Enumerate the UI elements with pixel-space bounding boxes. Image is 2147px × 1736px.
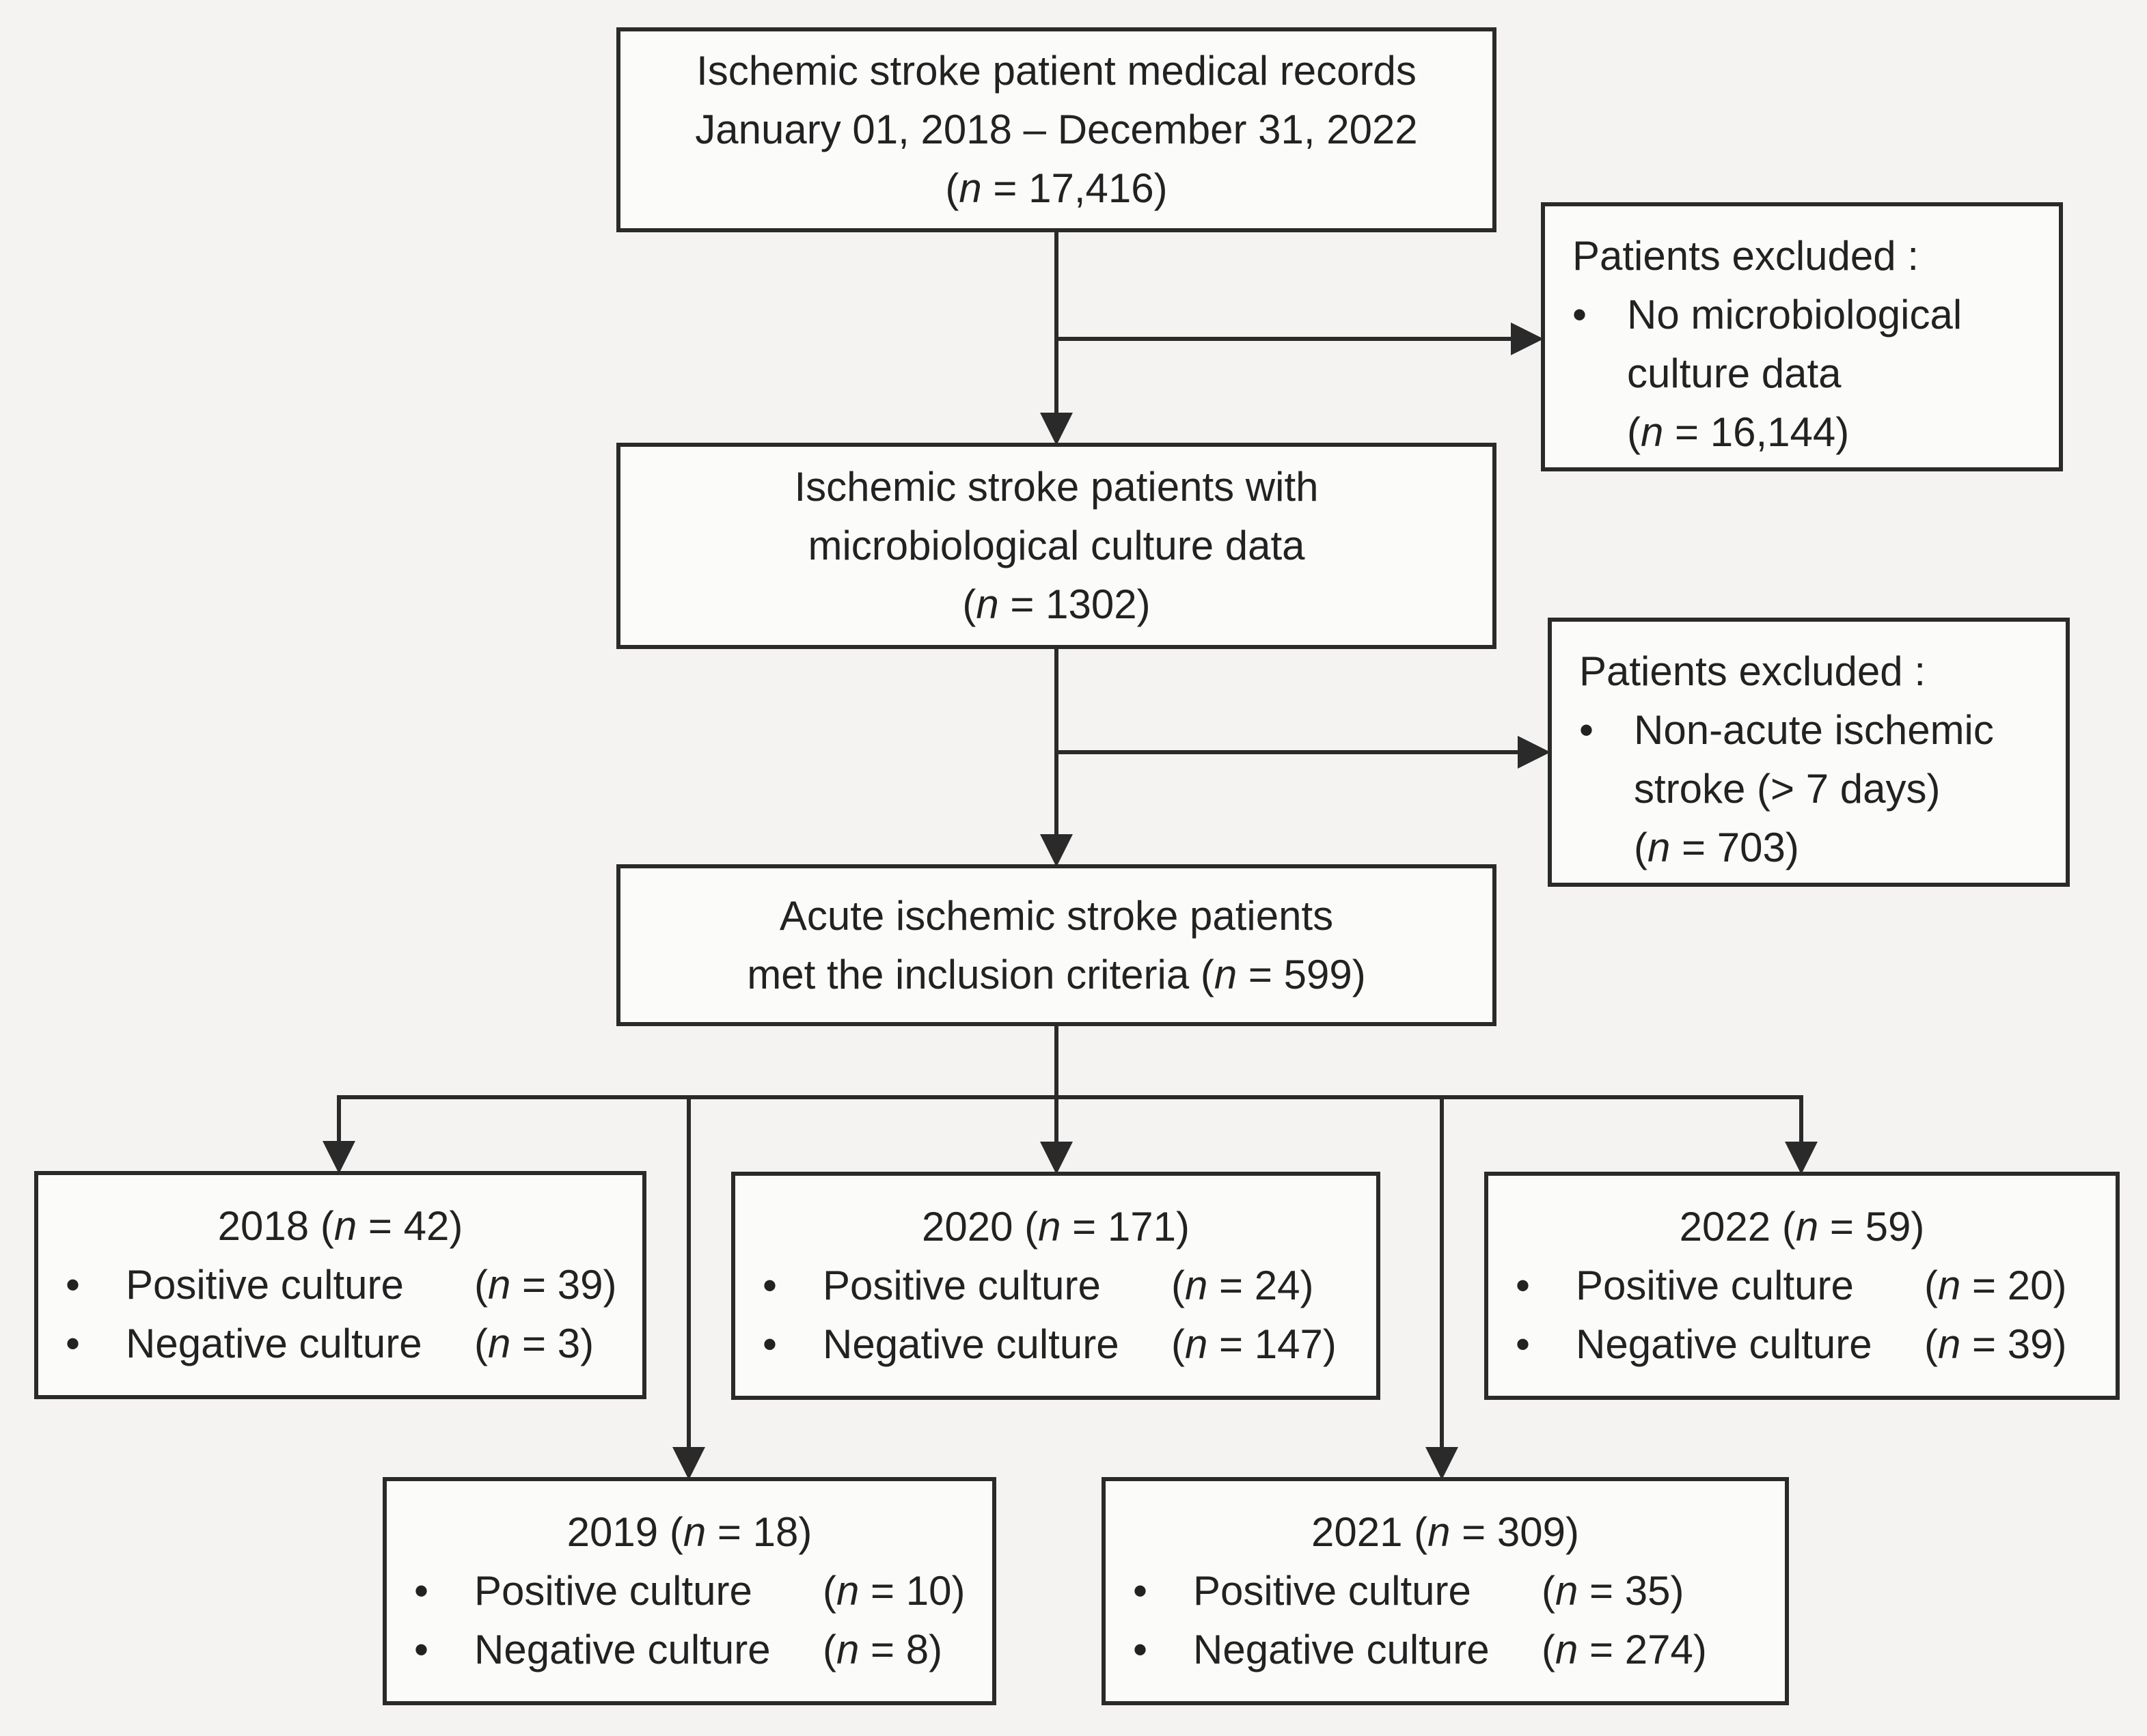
records-count: (n = 17,416) [945,165,1168,211]
year-box-2022: 2022 (n = 59) •Positive culture(n = 20) … [1484,1172,2120,1400]
year-2021-positive: •Positive culture(n = 35) [1106,1562,1785,1621]
bullet-icon: • [414,1627,429,1672]
year-2022-negative: •Negative culture(n = 39) [1488,1315,2116,1374]
bullet-icon: • [1516,1263,1531,1308]
year-box-2021: 2021 (n = 309) •Positive culture(n = 35)… [1102,1477,1789,1705]
year-2019-negative: •Negative culture(n = 8) [387,1621,992,1679]
year-2020-negative: •Negative culture(n = 147) [735,1315,1376,1374]
year-2019-positive: •Positive culture(n = 10) [387,1562,992,1621]
year-2021-title: 2021 (n = 309) [1311,1509,1579,1555]
records-box: Ischemic stroke patient medical records … [616,27,1496,232]
bullet-icon: • [1133,1568,1148,1614]
year-box-2020: 2020 (n = 171) •Positive culture(n = 24)… [731,1172,1380,1400]
exclusion-2-count: (n = 703) [1634,825,1799,870]
bullet-icon: • [763,1263,778,1308]
exclusion-box-1: Patients excluded : • No microbiological… [1541,202,2063,471]
year-2019-title: 2019 (n = 18) [566,1509,812,1555]
acute-box: Acute ischemic stroke patients met the i… [616,864,1496,1026]
records-line1: Ischemic stroke patient medical records [696,48,1417,94]
culture-data-box: Ischemic stroke patients with microbiolo… [616,443,1496,649]
culture-line2: microbiological culture data [808,523,1305,568]
exclusion-1-count: (n = 16,144) [1627,409,1850,455]
exclusion-2-title: Patients excluded : [1579,648,1926,694]
acute-line1: Acute ischemic stroke patients [779,892,1334,939]
bullet-icon: • [66,1321,81,1366]
year-box-2018: 2018 (n = 42) •Positive culture(n = 39) … [34,1171,646,1399]
year-2020-positive: •Positive culture(n = 24) [735,1256,1376,1315]
culture-count: (n = 1302) [962,581,1151,627]
exclusion-1-reason: • No microbiological culture data (n = 1… [1572,286,2038,462]
acute-line2: met the inclusion criteria (n = 599) [747,951,1366,997]
year-2022-positive: •Positive culture(n = 20) [1488,1256,2116,1315]
bullet-icon: • [1133,1627,1148,1672]
bullet-icon: • [763,1321,778,1367]
year-2018-negative: •Negative culture(n = 3) [38,1314,642,1373]
year-2021-negative: •Negative culture(n = 274) [1106,1621,1785,1679]
exclusion-box-2: Patients excluded : • Non-acute ischemic… [1548,618,2070,887]
year-2018-title: 2018 (n = 42) [217,1203,463,1249]
exclusion-2-reason: • Non-acute ischemic stroke (> 7 days) (… [1579,701,2045,877]
bullet-icon: • [66,1262,81,1308]
bullet-icon: • [1579,707,1594,753]
bullet-icon: • [1572,292,1587,337]
year-2022-title: 2022 (n = 59) [1679,1204,1925,1250]
year-box-2019: 2019 (n = 18) •Positive culture(n = 10) … [383,1477,996,1705]
culture-line1: Ischemic stroke patients with [794,464,1319,510]
records-line2: January 01, 2018 – December 31, 2022 [695,107,1418,152]
bullet-icon: • [414,1568,429,1614]
exclusion-1-title: Patients excluded : [1572,233,1919,279]
bullet-icon: • [1516,1321,1531,1367]
year-2018-positive: •Positive culture(n = 39) [38,1256,642,1314]
year-2020-title: 2020 (n = 171) [922,1204,1190,1250]
